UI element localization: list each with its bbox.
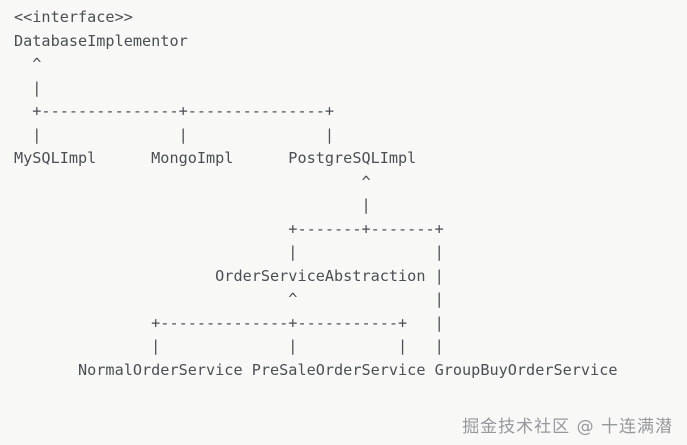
watermark-text: 掘金技术社区 @ 十连满潜 [462,417,673,437]
ascii-class-diagram: <<interface>> DatabaseImplementor ^ | +-… [14,8,618,379]
